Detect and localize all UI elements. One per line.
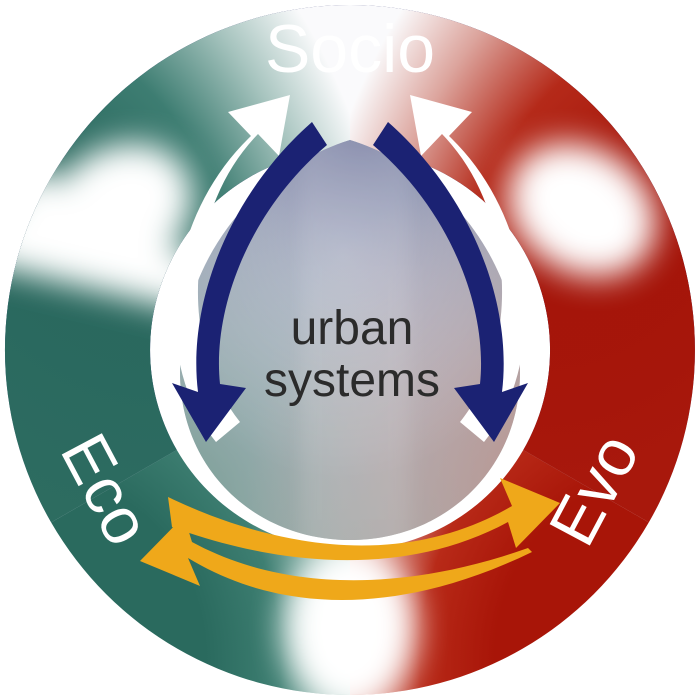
ring-label-socio: Socio <box>265 11 435 87</box>
arrow-eco-to-evo[interactable] <box>168 478 560 561</box>
core-label-line1: urban <box>291 302 414 355</box>
arrow-evo-to-eco[interactable] <box>140 516 532 601</box>
arrow-socio-to-eco[interactable] <box>172 122 327 442</box>
core-label-line2: systems <box>264 354 440 407</box>
arrow-socio-to-evo[interactable] <box>373 122 528 442</box>
